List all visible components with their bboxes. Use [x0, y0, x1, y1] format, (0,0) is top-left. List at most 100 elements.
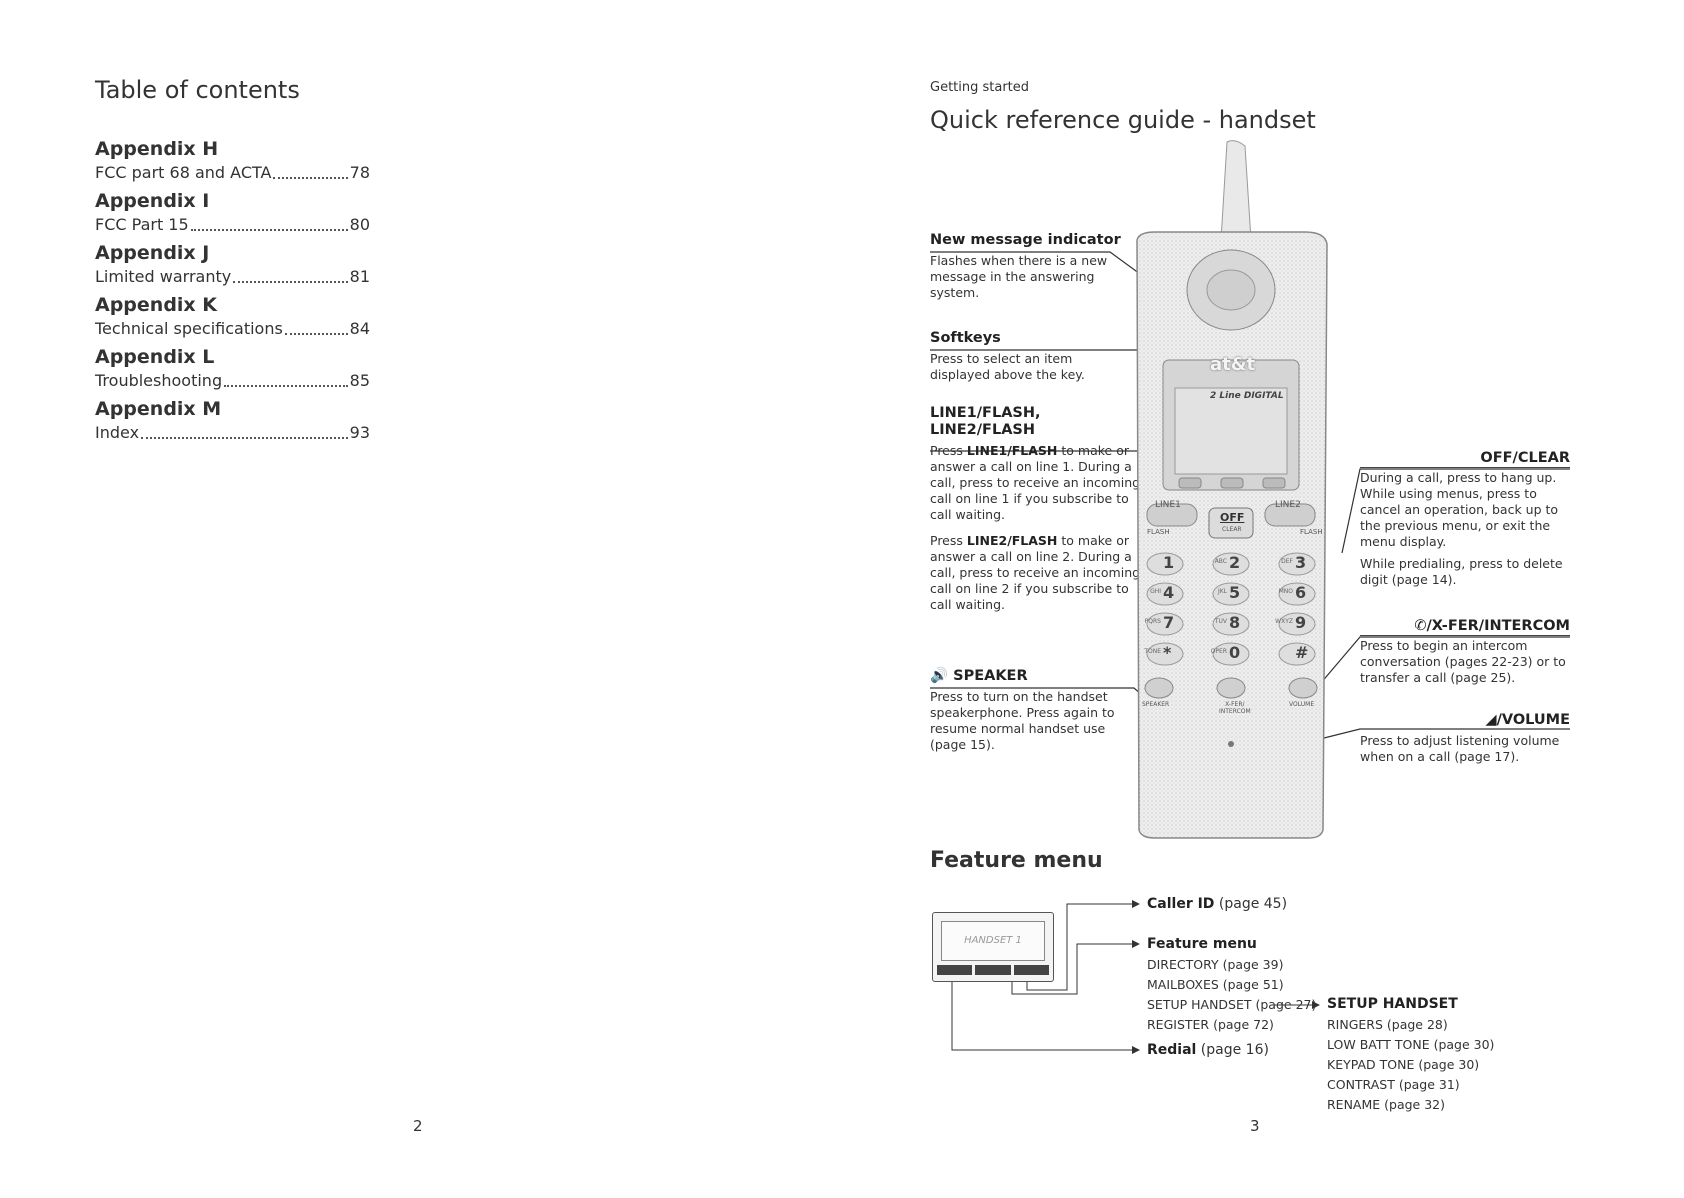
toc-page: 78 — [349, 163, 370, 182]
callout-text: Press to begin an intercom conversation … — [1360, 638, 1566, 685]
lcd-screen — [1174, 387, 1288, 475]
feature-submenu: DIRECTORY (page 39) MAILBOXES (page 51) … — [1147, 955, 1316, 1035]
line1-button[interactable] — [1146, 503, 1198, 527]
callout-heading: ◢/VOLUME — [1360, 712, 1570, 729]
off-clear-callout: OFF/CLEAR During a call, press to hang u… — [1360, 450, 1570, 594]
submenu-item[interactable]: KEYPAD TONE (page 30) — [1327, 1057, 1480, 1072]
toc-appendix: Appendix J — [95, 242, 210, 264]
toc-entry-label: Troubleshooting — [95, 371, 223, 390]
softkeys — [937, 965, 1049, 975]
setup-handset-title: SETUP HANDSET — [1327, 995, 1458, 1013]
text: Press — [930, 533, 967, 548]
line2-button[interactable] — [1264, 503, 1316, 527]
heading-text: SPEAKER — [953, 668, 1028, 684]
handset-display-icon: HANDSET 1 — [932, 912, 1054, 982]
softkey-middle[interactable] — [1220, 477, 1244, 489]
submenu-item[interactable]: MAILBOXES (page 51) — [1147, 977, 1284, 992]
text: Press — [930, 443, 967, 458]
keypad-key[interactable] — [1212, 642, 1250, 666]
page-number: 3 — [1250, 1117, 1260, 1135]
setup-submenu: RINGERS (page 28) LOW BATT TONE (page 30… — [1327, 1015, 1494, 1115]
toc-leader — [284, 333, 348, 335]
handset-illustration — [1136, 140, 1328, 839]
keypad-key[interactable] — [1146, 582, 1184, 606]
intercom-icon: ✆ — [1414, 618, 1427, 634]
text: to make or answer a call on line 1. Duri… — [930, 443, 1141, 522]
volume-callout: ◢/VOLUME Press to adjust listening volum… — [1360, 712, 1570, 771]
submenu-item[interactable]: REGISTER (page 72) — [1147, 1017, 1274, 1032]
toc-leader — [224, 385, 348, 387]
callout-text: Press to adjust listening volume when on… — [1360, 733, 1560, 764]
softkeys-callout: Softkeys Press to select an item display… — [930, 330, 1130, 389]
callout-heading: 🔊 SPEAKER — [930, 668, 1130, 685]
submenu-item[interactable]: SETUP HANDSET (page 27) — [1147, 997, 1317, 1012]
keypad-key[interactable] — [1278, 612, 1316, 636]
submenu-item[interactable]: DIRECTORY (page 39) — [1147, 957, 1284, 972]
toc-page: 81 — [349, 267, 370, 286]
submenu-item[interactable]: CONTRAST (page 31) — [1327, 1077, 1460, 1092]
softkey-right[interactable] — [1262, 477, 1286, 489]
keypad-key[interactable] — [1212, 582, 1250, 606]
toc-entry-label: FCC Part 15 — [95, 215, 189, 234]
feature-menu-title: Feature menu — [930, 848, 1103, 873]
callout-heading: LINE2/FLASH — [930, 422, 1036, 438]
intercom-button[interactable] — [1216, 677, 1246, 699]
toc-entry-label: Technical specifications — [95, 319, 283, 338]
left-page: Table of contents Appendix H FCC part 68… — [95, 76, 423, 1135]
softkey — [975, 965, 1011, 975]
softkey-left[interactable] — [1178, 477, 1202, 489]
keypad-key[interactable] — [1212, 552, 1250, 576]
page-title: Quick reference guide - handset — [930, 106, 1316, 134]
volume-icon: ◢ — [1485, 712, 1497, 728]
toc-appendix: Appendix K — [95, 294, 218, 316]
toc-entry-label: Index — [95, 423, 140, 442]
callout-heading: OFF/CLEAR — [1360, 450, 1570, 468]
toc-row[interactable]: Troubleshooting 85 — [95, 370, 370, 392]
keypad-key[interactable] — [1146, 552, 1184, 576]
submenu-item[interactable]: LOW BATT TONE (page 30) — [1327, 1037, 1495, 1052]
keypad-key[interactable] — [1146, 642, 1184, 666]
toc-appendix: Appendix I — [95, 190, 210, 212]
keypad-key[interactable] — [1278, 552, 1316, 576]
caller-id-item[interactable]: Caller ID (page 45) — [1147, 895, 1287, 913]
line2-description: Press LINE2/FLASH to make or answer a ca… — [930, 533, 1145, 613]
speaker-icon: 🔊 — [930, 668, 949, 684]
keypad-key[interactable] — [1278, 582, 1316, 606]
callout-heading: Softkeys — [930, 330, 1001, 346]
submenu-item[interactable]: RENAME (page 32) — [1327, 1097, 1445, 1112]
submenu-item[interactable]: RINGERS (page 28) — [1327, 1017, 1448, 1032]
redial-item[interactable]: Redial (page 16) — [1147, 1041, 1269, 1059]
line-flash-callout: LINE1/FLASH, LINE2/FLASH Press LINE1/FLA… — [930, 405, 1145, 619]
right-page: Getting started Quick reference guide - … — [842, 0, 1684, 1198]
heading-text: /X-FER/INTERCOM — [1426, 618, 1570, 634]
softkey — [937, 965, 973, 975]
toc-leader — [141, 437, 348, 439]
toc-leader — [190, 229, 348, 231]
callout-text: Press to select an item displayed above … — [930, 351, 1085, 382]
key-name: LINE2/FLASH — [966, 533, 1058, 548]
keypad-key[interactable] — [1146, 612, 1184, 636]
toc-appendix: Appendix H — [95, 138, 219, 160]
toc-page: 85 — [349, 371, 370, 390]
volume-button[interactable] — [1288, 677, 1318, 699]
toc-leader — [233, 281, 348, 283]
toc-appendix: Appendix L — [95, 346, 215, 368]
keypad-key[interactable] — [1212, 612, 1250, 636]
off-clear-button[interactable] — [1208, 507, 1254, 539]
speaker-button[interactable] — [1144, 677, 1174, 699]
text: to make or answer a call on line 2. Duri… — [930, 533, 1141, 612]
item-page: (page 45) — [1218, 896, 1288, 912]
feature-menu-item[interactable]: Feature menu — [1147, 935, 1257, 953]
keypad-key[interactable] — [1278, 642, 1316, 666]
item-name: Redial — [1147, 1042, 1197, 1058]
item-name: Feature menu — [1147, 936, 1257, 952]
toc-leader — [273, 177, 348, 179]
toc-entry: Appendix L Troubleshooting 85 — [95, 344, 370, 392]
